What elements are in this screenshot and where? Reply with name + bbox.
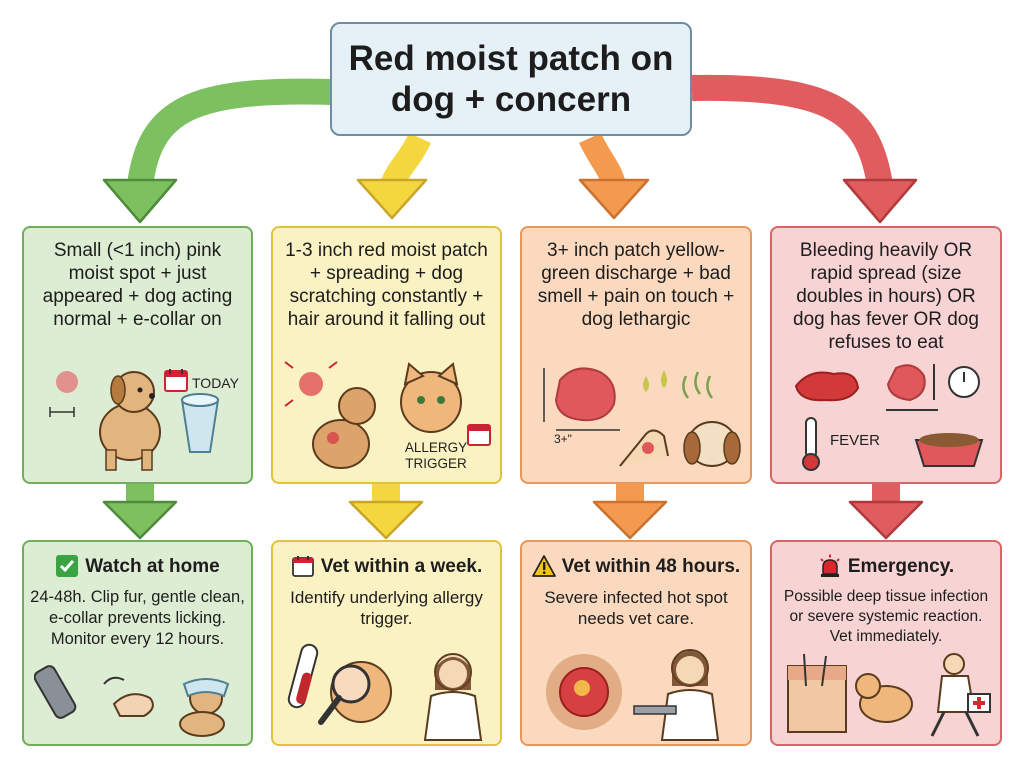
condition-text: Small (<1 inch) pink moist spot + just a…	[42, 240, 233, 330]
today-label: TODAY	[192, 375, 239, 391]
arrow-to-red	[691, 74, 893, 188]
result-text: Possible deep tissue infection or severe…	[783, 588, 989, 645]
result-heading: Vet within a week.	[277, 554, 496, 578]
condition-card-green: Small (<1 inch) pink moist spot + just a…	[22, 226, 253, 484]
condition-card-yellow: 1-3 inch red moist patch + spreading + d…	[271, 226, 502, 484]
siren-icon	[820, 554, 840, 577]
result-heading-text: Vet within a week.	[320, 555, 483, 577]
result-heading: Watch at home	[28, 554, 247, 578]
result-text: Severe infected hot spot needs vet care.	[544, 588, 728, 628]
arrow-to-green	[127, 78, 333, 187]
down-arrow-yellow	[348, 484, 424, 540]
down-arrow-red	[848, 484, 924, 540]
allergy-test-illustration	[287, 643, 483, 741]
page-title: Red moist patch on dog + concern	[348, 39, 674, 119]
warning-icon	[531, 555, 556, 577]
condition-card-red: Bleeding heavily OR rapid spread (size d…	[770, 226, 1002, 484]
calendar-icon	[291, 556, 314, 577]
home-care-illustration	[34, 665, 230, 737]
allergy-trigger-label: ALLERGY TRIGGER	[404, 440, 468, 471]
check-icon	[56, 555, 79, 577]
result-card-red: Emergency. Possible deep tissue infectio…	[770, 540, 1002, 746]
size-label: 3+"	[554, 432, 572, 446]
wound-illustration	[543, 367, 741, 467]
result-card-orange: Vet within 48 hours. Severe infected hot…	[520, 540, 752, 746]
condition-text: 1-3 inch red moist patch + spreading + d…	[285, 240, 488, 330]
vet-care-illustration	[546, 649, 720, 741]
calendar-icon	[467, 424, 491, 446]
result-text: Identify underlying allergy trigger.	[290, 588, 483, 628]
result-heading: Emergency.	[776, 554, 996, 578]
puppy-illustration	[49, 371, 220, 471]
result-heading-text: Emergency.	[847, 555, 955, 577]
result-heading-text: Watch at home	[85, 555, 220, 577]
result-card-green: Watch at home 24-48h. Clip fur, gentle c…	[22, 540, 253, 746]
scratching-dog-illustration	[284, 361, 462, 469]
result-heading-text: Vet within 48 hours.	[561, 555, 741, 577]
fever-label: FEVER	[830, 432, 881, 449]
arrow-to-yellow	[380, 132, 431, 190]
emergency-signs-illustration	[794, 364, 984, 471]
condition-text: Bleeding heavily OR rapid spread (size d…	[793, 240, 979, 353]
emergency-illustration	[787, 653, 991, 737]
calendar-icon	[164, 369, 188, 392]
down-arrow-green	[102, 484, 178, 540]
title-box: Red moist patch on dog + concern	[330, 22, 692, 136]
condition-card-orange: 3+ inch patch yellow-green discharge + b…	[520, 226, 752, 484]
condition-text: 3+ inch patch yellow-green discharge + b…	[537, 240, 735, 330]
result-heading: Vet within 48 hours.	[526, 554, 746, 578]
result-text: 24-48h. Clip fur, gentle clean, e-collar…	[30, 588, 245, 648]
down-arrow-orange	[592, 484, 668, 540]
result-card-yellow: Vet within a week. Identify underlying a…	[271, 540, 502, 746]
arrow-to-orange	[579, 132, 626, 189]
